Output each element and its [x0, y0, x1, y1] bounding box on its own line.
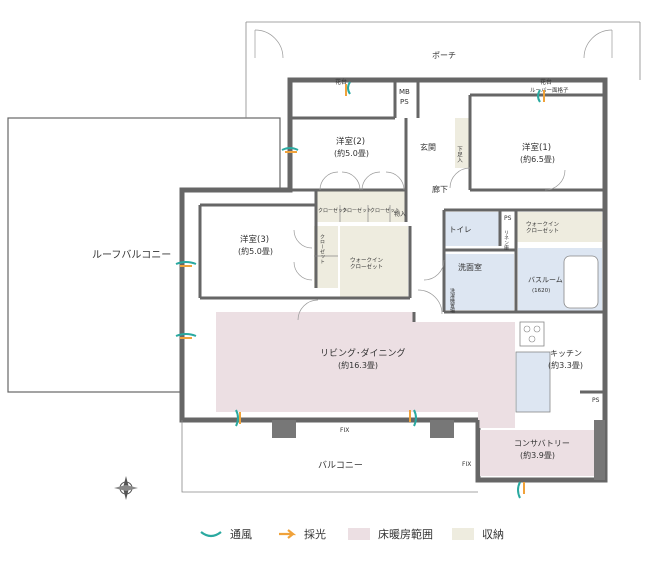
legend-daylight: 採光 — [278, 524, 326, 544]
closet-label-b: クローゼット — [342, 207, 372, 214]
mbps-label-1: MB — [399, 88, 410, 96]
western2-name: 洋室(2) — [336, 136, 365, 147]
closet-label-c: クローゼット — [370, 207, 400, 214]
planter-label-1: 花台 — [335, 78, 347, 86]
floor-heating-swatch — [348, 528, 370, 540]
hallway-label: 廊下 — [432, 184, 448, 194]
mbps-label-2: PS — [400, 98, 409, 106]
roof-balcony-label: ルーフバルコニー — [92, 249, 171, 261]
kitchen-counter — [515, 351, 551, 413]
stove — [519, 321, 545, 347]
legend-floor-heating-label: 床暖房範囲 — [378, 528, 433, 541]
legend: 通風 採光 床暖房範囲 収納 — [0, 524, 650, 548]
legend-floor-heating: 床暖房範囲 — [348, 524, 433, 544]
legend-storage: 収納 — [452, 524, 504, 544]
shoe-closet-label: 下足入 — [456, 146, 463, 163]
legend-storage-label: 収納 — [482, 528, 504, 541]
porch-label: ポーチ — [432, 51, 456, 60]
conservatory-size: (約3.9畳) — [520, 450, 555, 460]
storage-swatch — [452, 528, 474, 540]
ventilation-icon — [200, 531, 222, 538]
conservatory-name: コンサバトリー — [514, 439, 570, 448]
legend-daylight-label: 採光 — [304, 528, 326, 541]
western3-size: (約5.0畳) — [238, 246, 273, 256]
balcony-label: バルコニー — [318, 460, 363, 471]
ps2-label: PS — [592, 397, 600, 404]
storage-label: 物入 — [394, 210, 406, 218]
entrance-label: 玄関 — [420, 142, 436, 152]
washroom-area — [444, 254, 514, 310]
wic-label-1: ウォークインクローゼット — [350, 256, 384, 271]
legend-ventilation: 通風 — [200, 524, 252, 544]
fix-label-2: FIX — [462, 461, 471, 468]
washroom-label: 洗面室 — [458, 262, 482, 272]
bath-size-label: (1620) — [532, 288, 550, 294]
wic-label-2: ウォークインクローゼット — [526, 220, 560, 235]
bathtub — [563, 255, 599, 309]
planter-label-2: 花台 — [540, 78, 552, 86]
living-size: (約16.3畳) — [338, 360, 378, 370]
ventilation-markers — [175, 81, 541, 499]
wic-area-1 — [340, 226, 408, 298]
closet-area-1 — [316, 190, 406, 222]
louver-label: ルーバー面格子 — [530, 86, 569, 94]
floor-heating-area — [216, 312, 515, 428]
kitchen-size: (約3.3畳) — [548, 360, 583, 370]
western1-name: 洋室(1) — [522, 142, 551, 153]
living-name: リビング･ダイニング — [320, 347, 406, 359]
western3-name: 洋室(3) — [240, 234, 269, 245]
ps-label: PS — [504, 215, 512, 222]
linen-label: リネン庫 — [503, 230, 509, 251]
conservatory-floor — [480, 430, 594, 476]
western1-size: (約6.5畳) — [520, 154, 555, 164]
daylight-markers — [180, 84, 545, 494]
compass-icon — [114, 476, 138, 500]
fix-label-1: FIX — [340, 427, 349, 434]
legend-ventilation-label: 通風 — [230, 528, 252, 541]
wic-area-2 — [516, 212, 602, 242]
bathroom-label: バスルーム — [528, 276, 563, 284]
daylight-icon — [279, 529, 296, 539]
western2-size: (約5.0畳) — [334, 148, 369, 158]
closet-label-a: クローゼット — [318, 207, 348, 214]
toilet-label: トイレ — [449, 225, 472, 234]
washer-label: 洗濯機置場 — [449, 287, 455, 314]
closet-area-2 — [314, 226, 338, 288]
kitchen-name: キッチン — [550, 349, 582, 358]
closet-label-d: クローゼット — [319, 234, 325, 264]
shoe-closet-area — [455, 118, 469, 168]
toilet-area — [444, 212, 500, 246]
